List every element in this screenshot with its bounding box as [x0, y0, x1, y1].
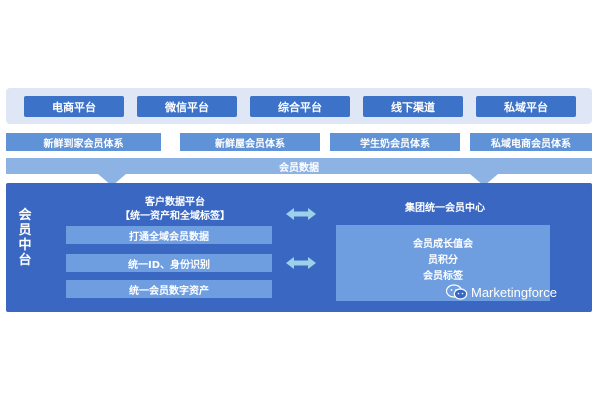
cdp-item-unify-id: 统一ID、身份识别: [66, 254, 272, 272]
cdp-heading: 客户数据平台 【统一资产和全域标签】: [100, 196, 250, 224]
watermark-text: Marketingforce: [471, 284, 557, 300]
group-member-center-heading: 集团统一会员中心: [405, 203, 485, 214]
title-char-1: 会: [18, 208, 32, 223]
member-system-1: 新鲜到家会员体系: [6, 133, 161, 151]
platform-wechat: 微信平台: [137, 96, 237, 117]
platform-integrated: 综合平台: [250, 96, 350, 117]
member-system-2: 新鲜屋会员体系: [180, 133, 320, 151]
cdp-item-unify-data: 打通全域会员数据: [66, 226, 272, 244]
member-center-box: [336, 225, 550, 301]
cdp-heading-line2: 【统一资产和全域标签】: [120, 211, 230, 222]
platform-private: 私域平台: [476, 96, 576, 117]
title-char-2: 员: [18, 223, 32, 238]
title-char-3: 中: [18, 238, 32, 253]
member-points-text: 员积分: [428, 255, 458, 266]
member-center-title: 会 员 中 台: [14, 208, 36, 268]
member-data-bar: 会员数据: [6, 158, 592, 174]
watermark: Marketingforce: [446, 283, 557, 301]
platform-offline: 线下渠道: [363, 96, 463, 117]
member-growth-text: 会员成长值会: [413, 239, 473, 250]
bidirectional-arrow-bottom-icon: [286, 257, 316, 269]
cdp-heading-line1: 客户数据平台: [145, 197, 205, 208]
member-tags-text: 会员标签: [423, 271, 463, 282]
bidirectional-arrow-top-icon: [286, 208, 316, 220]
title-char-4: 台: [18, 253, 32, 268]
member-system-3: 学生奶会员体系: [330, 133, 460, 151]
platform-ecommerce: 电商平台: [24, 96, 124, 117]
cdp-item-unify-assets: 统一会员数字资产: [66, 280, 272, 298]
wechat-icon: [446, 284, 468, 300]
member-system-4: 私域电商会员体系: [470, 133, 592, 151]
